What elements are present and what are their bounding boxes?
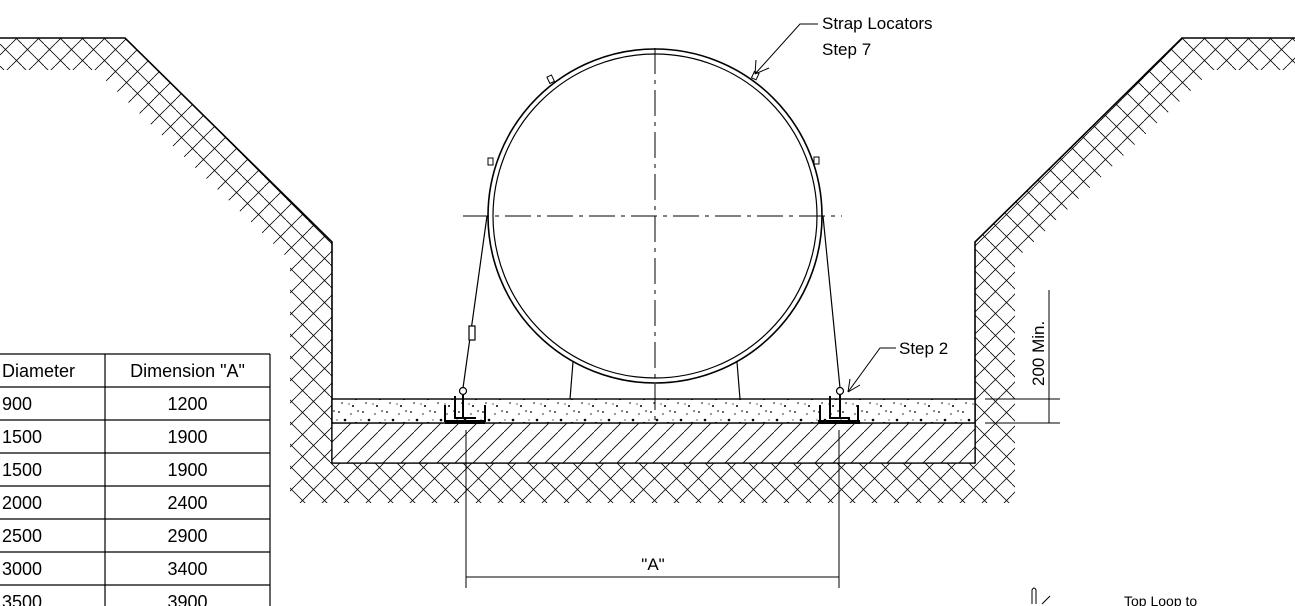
- table-cell-dimension: 1200: [167, 394, 207, 414]
- table-cell-dimension: 2900: [167, 526, 207, 546]
- concrete-slab: [331, 398, 976, 424]
- table-cell-diameter: 1500: [2, 460, 42, 480]
- anchor-plate-left: [445, 420, 485, 424]
- table-header-diameter: Diameter: [2, 361, 75, 381]
- table-cell-dimension: 1900: [167, 427, 207, 447]
- dimension-a-label: "A": [641, 555, 664, 574]
- table-cell-diameter: 900: [2, 394, 32, 414]
- hold-down-straps: [458, 215, 845, 396]
- min-depth-dimension: [985, 290, 1060, 424]
- table-cell-dimension: 2400: [167, 493, 207, 513]
- table-cell-dimension: 3900: [167, 592, 207, 606]
- table-cell-diameter: 3000: [2, 559, 42, 579]
- dimension-table: Diameter Dimension "A" 900 1200 1500 1900 1500…: [0, 353, 271, 606]
- table-cell-diameter: 2000: [2, 493, 42, 513]
- tank-saddle: [569, 361, 741, 400]
- right-trench-earth: [975, 38, 1295, 463]
- table-header-dimension: Dimension "A": [130, 361, 245, 381]
- step2-label: Step 2: [899, 339, 948, 358]
- table-cell-diameter: 1500: [2, 427, 42, 447]
- top-loop-icon: [1031, 587, 1051, 605]
- dimension-a-lines: [465, 430, 840, 588]
- top-loop-label: Top Loop to: [1124, 593, 1197, 606]
- table-cell-diameter: 3500: [2, 592, 42, 606]
- bottom-earth: [290, 463, 1015, 503]
- anchor-plate-right: [818, 420, 860, 424]
- table-cell-dimension: 3400: [167, 559, 207, 579]
- min-depth-label: 200 Min.: [1029, 321, 1048, 386]
- step2-leader: [847, 347, 896, 393]
- strap-locators-label: Strap Locators: [822, 14, 933, 33]
- table-cell-diameter: 2500: [2, 526, 42, 546]
- table-cell-dimension: 1900: [167, 460, 207, 480]
- bedding-layer: [331, 422, 976, 464]
- strap-locators-leader: [754, 23, 818, 75]
- left-trench-earth: [0, 38, 332, 463]
- strap-step-label: Step 7: [822, 40, 871, 59]
